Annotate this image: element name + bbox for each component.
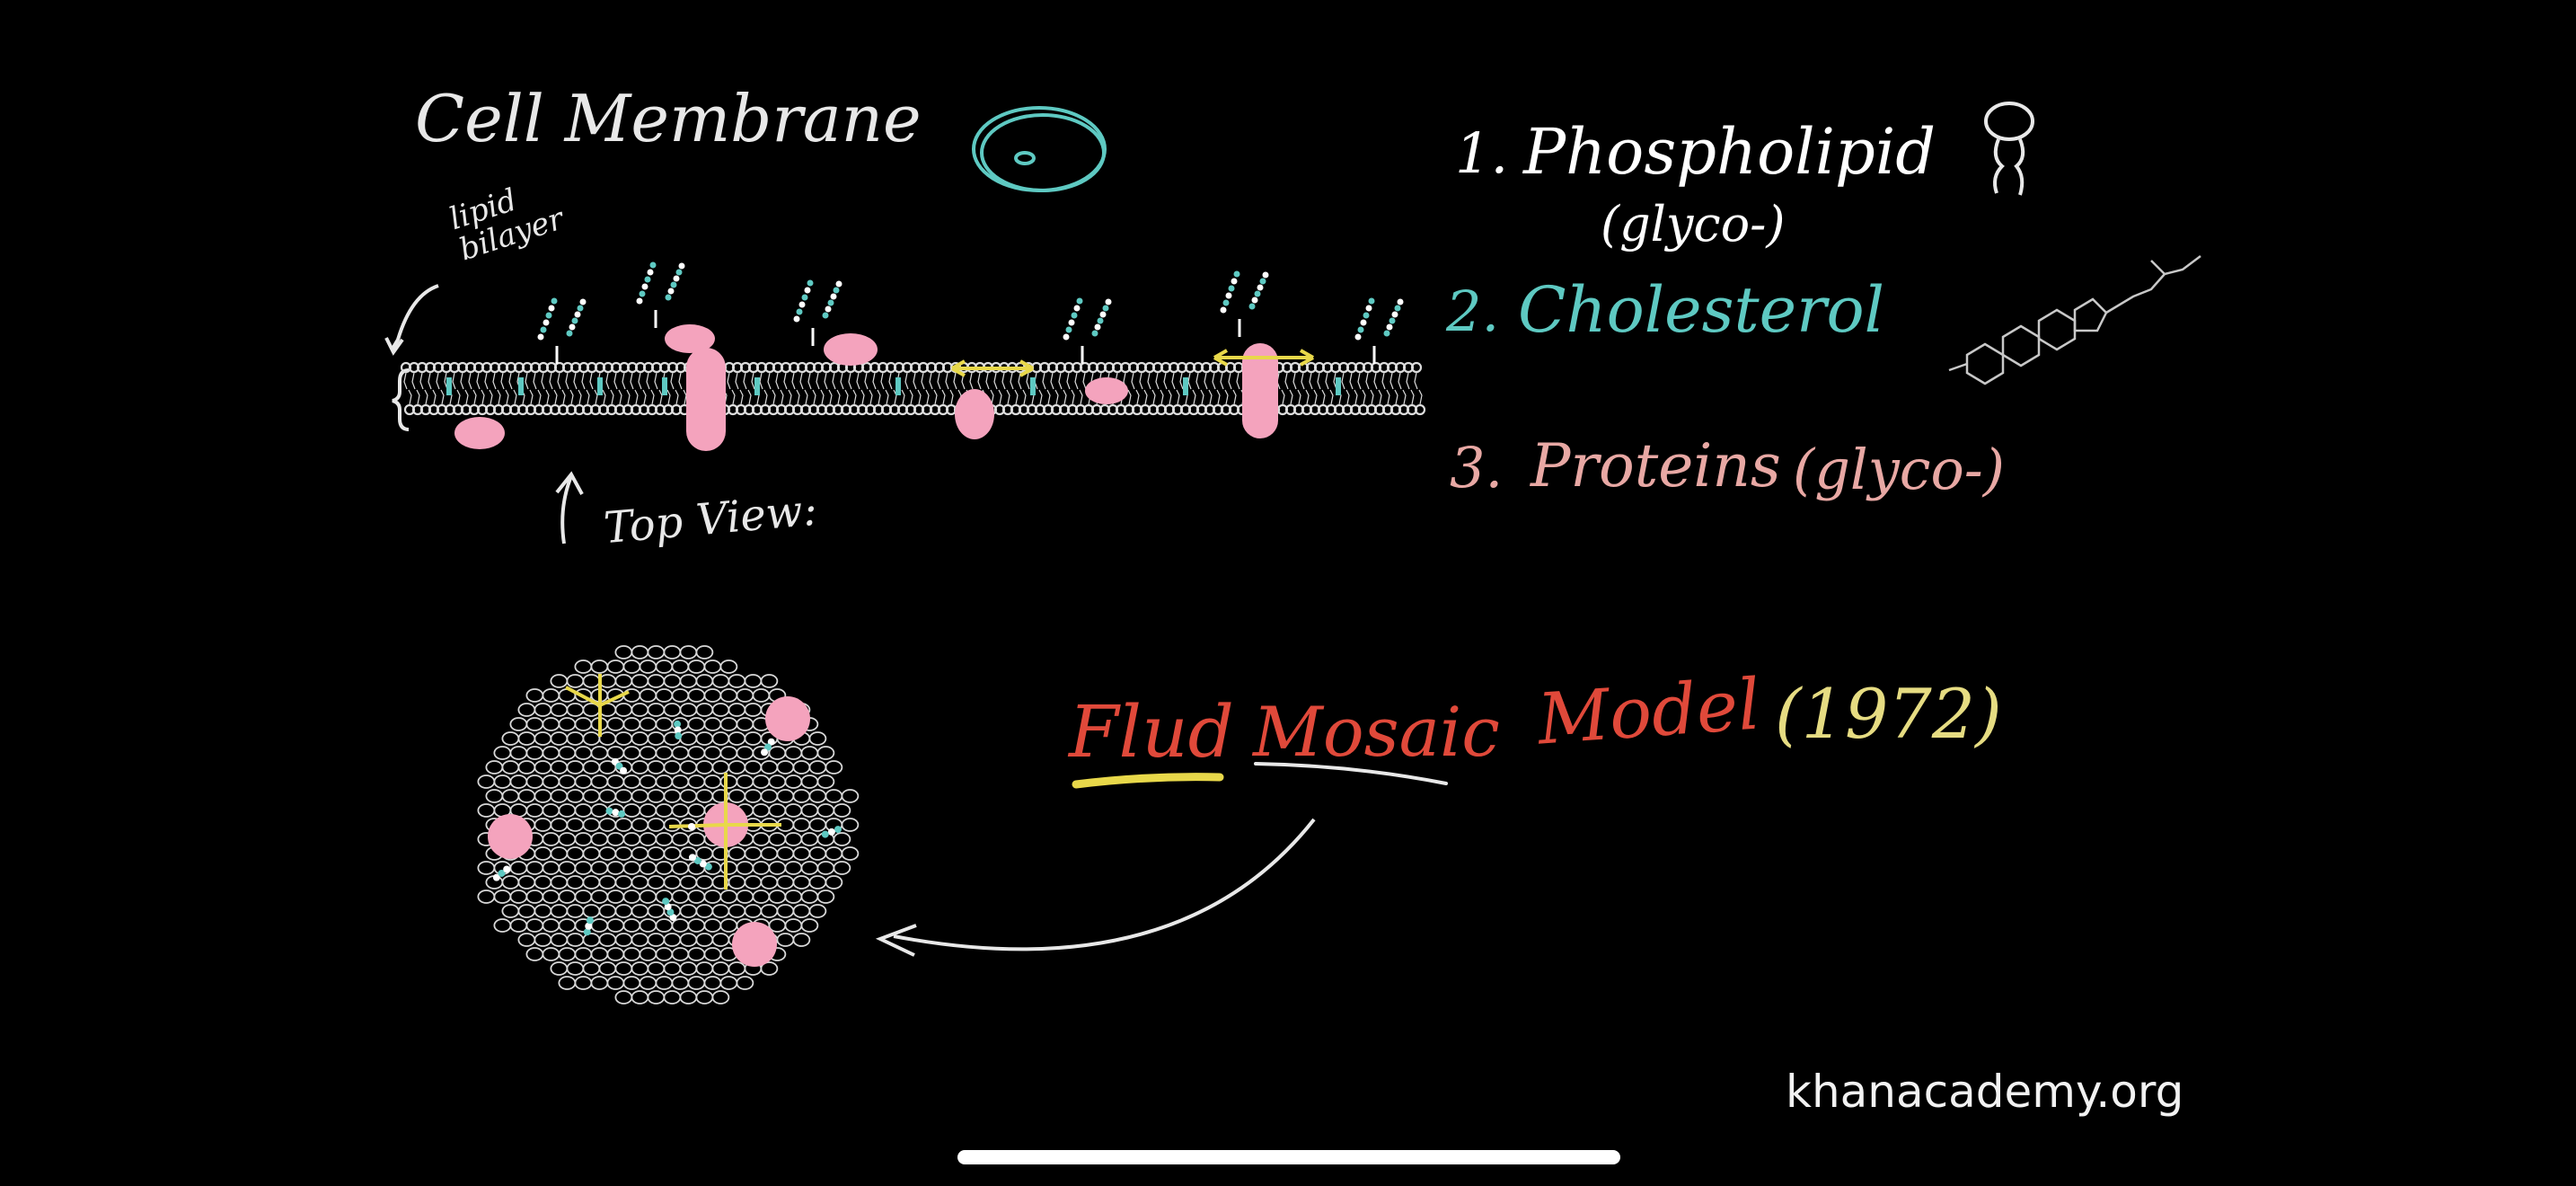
model-word-mosaic: Mosaic <box>1253 692 1500 772</box>
watermark: khanacademy.org <box>1786 1066 2184 1118</box>
phospholipid-sketch-icon <box>1984 102 2034 196</box>
component-name: Phospholipid <box>1523 115 1936 189</box>
cholesterol-sketch-icon <box>1948 255 2201 385</box>
model-word-model: Model <box>1535 664 1763 761</box>
page-title: Cell Membrane <box>415 81 922 156</box>
component-note: (glyco-) <box>1793 437 2005 502</box>
component-name: Cholesterol <box>1518 273 1885 347</box>
model-year: (1972) <box>1775 674 2002 754</box>
membrane-proteins <box>454 324 1278 451</box>
model-underlines <box>1072 762 1448 789</box>
bilayer-bracket <box>384 284 439 431</box>
home-indicator[interactable] <box>957 1150 1620 1164</box>
carbohydrate-chains <box>537 261 1404 364</box>
component-number: 2. <box>1446 279 1500 344</box>
lateral-motion-arrows <box>951 349 1314 377</box>
cell-sketch-icon <box>972 106 1107 192</box>
component-number: 1. <box>1455 120 1509 186</box>
component-number: 3. <box>1450 435 1504 500</box>
up-arrow <box>555 471 584 544</box>
model-word-fluid: Flud <box>1069 690 1234 774</box>
membrane-top-view <box>477 645 860 1005</box>
curved-arrow <box>875 818 1316 957</box>
component-note: (glyco-) <box>1601 196 1786 252</box>
component-name: Proteins <box>1531 431 1781 500</box>
